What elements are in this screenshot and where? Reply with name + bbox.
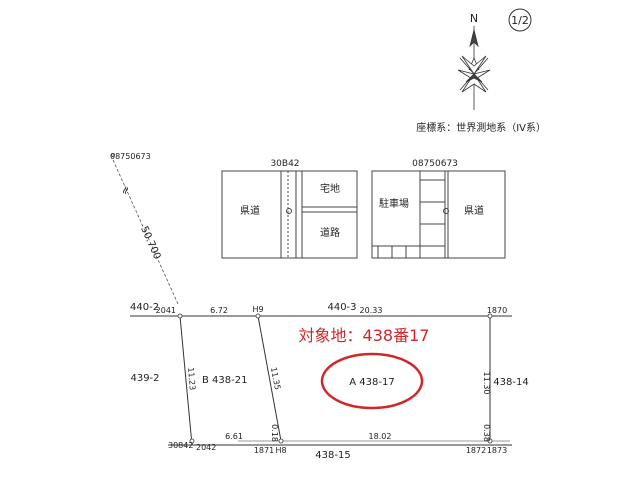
long-distance-label: 50.700 — [138, 225, 162, 261]
dist-mid-side: 11.35 — [269, 366, 282, 390]
point-1871: 1871 — [254, 446, 274, 455]
dist-left-side: 11.23 — [186, 367, 197, 391]
inset-right-code: 08750673 — [412, 159, 458, 169]
dist-bottom-b: 18.02 — [369, 432, 392, 441]
coordinate-system: 座標系：世界測地系（IV系） — [416, 121, 546, 134]
top-point-label: 08750673 — [110, 152, 151, 161]
inset-left-lot2: 道路 — [320, 226, 340, 239]
dist-small-mid: 0.18 — [270, 424, 279, 442]
inset-right-parking: 駐車場 — [379, 197, 409, 210]
point-1870: 1870 — [487, 306, 507, 315]
dist-top-a: 6.72 — [210, 306, 228, 315]
inset-left-road: 県道 — [240, 204, 260, 217]
point-h8: H8 — [275, 446, 286, 455]
neighbor-top-mid: 440-3 — [327, 302, 356, 313]
long-survey-line — [112, 159, 179, 305]
top-point-marker — [111, 153, 115, 157]
break-symbol: ≈ — [118, 184, 133, 197]
page-number: 1/2 — [511, 14, 529, 27]
parcel-b-label: B 438-21 — [202, 375, 247, 386]
target-label: 対象地：438番17 — [299, 326, 430, 345]
point-1873: 1873 — [487, 446, 507, 455]
point-2042: 2042 — [196, 443, 216, 452]
neighbor-left: 439-2 — [130, 373, 159, 384]
north-label: N — [470, 12, 478, 25]
boundary-markers — [177, 313, 493, 444]
page-number-circle — [508, 8, 532, 32]
inset-left-code: 30B42 — [270, 159, 299, 169]
inset-left-lot1: 宅地 — [320, 182, 340, 195]
point-h9: H9 — [252, 305, 263, 314]
neighbor-bottom: 438-15 — [315, 450, 350, 461]
north-arrow-icon — [457, 26, 491, 110]
dist-bottom-a: 6.61 — [225, 432, 243, 441]
dist-small-right: 0.38 — [482, 424, 491, 442]
parcel-a-label: A 438-17 — [349, 377, 394, 388]
inset-right — [371, 170, 506, 259]
point-1872: 1872 — [466, 446, 486, 455]
target-circle — [320, 352, 424, 410]
dist-right-side: 11.30 — [482, 372, 491, 395]
neighbor-right: 438-14 — [493, 377, 528, 388]
parcel-boundaries — [130, 315, 512, 446]
dist-top-b: 20.33 — [360, 306, 383, 315]
inset-right-road: 県道 — [464, 204, 484, 217]
point-30842: 30842 — [168, 441, 193, 450]
inset-left — [221, 170, 358, 259]
neighbor-top-left: 440-2 — [130, 302, 159, 313]
point-2041: 2041 — [156, 306, 176, 315]
